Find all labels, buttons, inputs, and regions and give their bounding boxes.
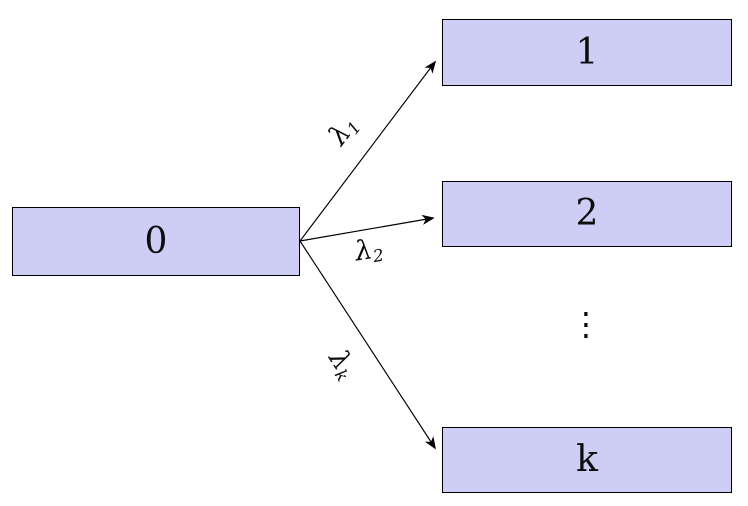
node-state-2-label: 2 — [575, 193, 599, 234]
node-state-1: 1 — [442, 19, 732, 86]
node-state-k: k — [442, 427, 732, 493]
edge-label-lambda-2: λ2 — [353, 234, 385, 267]
edge-arrow-0-to-1 — [299, 60, 437, 242]
node-state-2: 2 — [442, 181, 732, 247]
node-state-0-label: 0 — [144, 220, 168, 262]
edge-arrow-0-to-2 — [299, 214, 435, 242]
node-state-0: 0 — [12, 207, 300, 276]
edge-arrow-0-to-k — [299, 240, 436, 450]
node-state-k-label: k — [576, 439, 598, 480]
node-state-1-label: 1 — [575, 31, 599, 73]
vertical-ellipsis: ⋮ — [570, 305, 602, 343]
